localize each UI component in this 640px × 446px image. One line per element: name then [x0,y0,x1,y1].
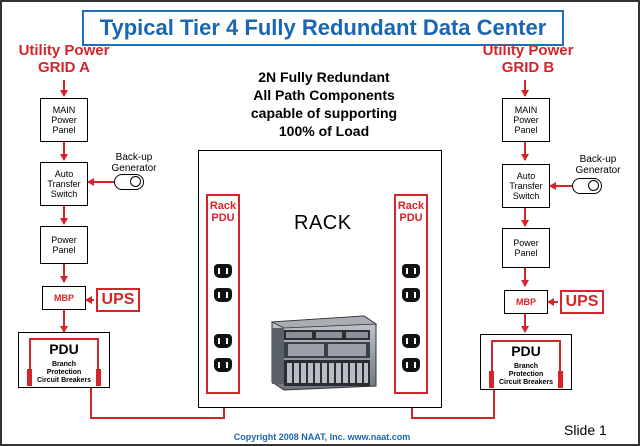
power-outlet-icon [214,288,232,302]
power-outlet-icon [402,334,420,348]
grid-a-pdu-subtitle: Branch Protection Circuit Breakers [36,361,92,384]
circuit-breaker-icon [489,371,494,388]
grid-a-main-power-panel: MAIN Power Panel [40,98,88,142]
grid-b-power-panel: Power Panel [502,228,550,268]
grid-b-pdu-bus [491,340,561,384]
grid-b-mbp: MBP [504,290,548,314]
power-outlet-icon [402,358,420,372]
power-outlet-icon [214,264,232,278]
grid-b-pdu-subtitle: Branch Protection Circuit Breakers [498,363,554,386]
rack-label: RACK [294,212,352,234]
rack-pdu-right-label: Rack PDU [397,200,425,224]
circuit-breaker-icon [27,369,32,386]
rack-pdu-left-label: Rack PDU [209,200,237,224]
grid-a-power-panel: Power Panel [40,226,88,264]
grid-a-pdu-title: PDU [49,341,79,357]
grid-a-generator-label: Back-up Generator [111,152,157,174]
grid-a-pdu-bus [29,338,99,382]
grid-a-pdu: PDU Branch Protection Circuit Breakers [18,332,110,388]
grid-a-title: Utility Power GRID A [18,42,110,76]
server-chassis-icon [270,315,378,391]
power-outlet-icon [214,358,232,372]
rack-pdu-right: Rack PDU [394,194,428,394]
generator-icon [114,174,144,190]
page-title: Typical Tier 4 Fully Redundant Data Cent… [99,15,547,40]
grid-b-ups: UPS [560,290,604,314]
grid-b-pdu: PDU Branch Protection Circuit Breakers [480,334,572,390]
grid-b-title: Utility Power GRID B [482,42,574,76]
redundancy-description: 2N Fully Redundant All Path Components c… [250,69,398,139]
copyright-notice: Copyright 2008 NAAT, Inc. www.naat.com [233,432,411,442]
grid-b-pdu-title: PDU [511,343,541,359]
power-outlet-icon [214,334,232,348]
rack-pdu-left: Rack PDU [206,194,240,394]
slide-number: Slide 1 [564,422,607,438]
grid-b-auto-transfer-switch: Auto Transfer Switch [502,164,550,208]
circuit-breaker-icon [558,371,563,388]
generator-icon [572,178,602,194]
grid-a-auto-transfer-switch: Auto Transfer Switch [40,162,88,206]
grid-b-generator-label: Back-up Generator [575,154,621,176]
power-outlet-icon [402,288,420,302]
power-outlet-icon [402,264,420,278]
grid-a-mbp: MBP [42,286,86,310]
circuit-breaker-icon [96,369,101,386]
grid-b-main-power-panel: MAIN Power Panel [502,98,550,142]
grid-a-ups: UPS [96,288,140,312]
title-bar: Typical Tier 4 Fully Redundant Data Cent… [82,10,564,46]
